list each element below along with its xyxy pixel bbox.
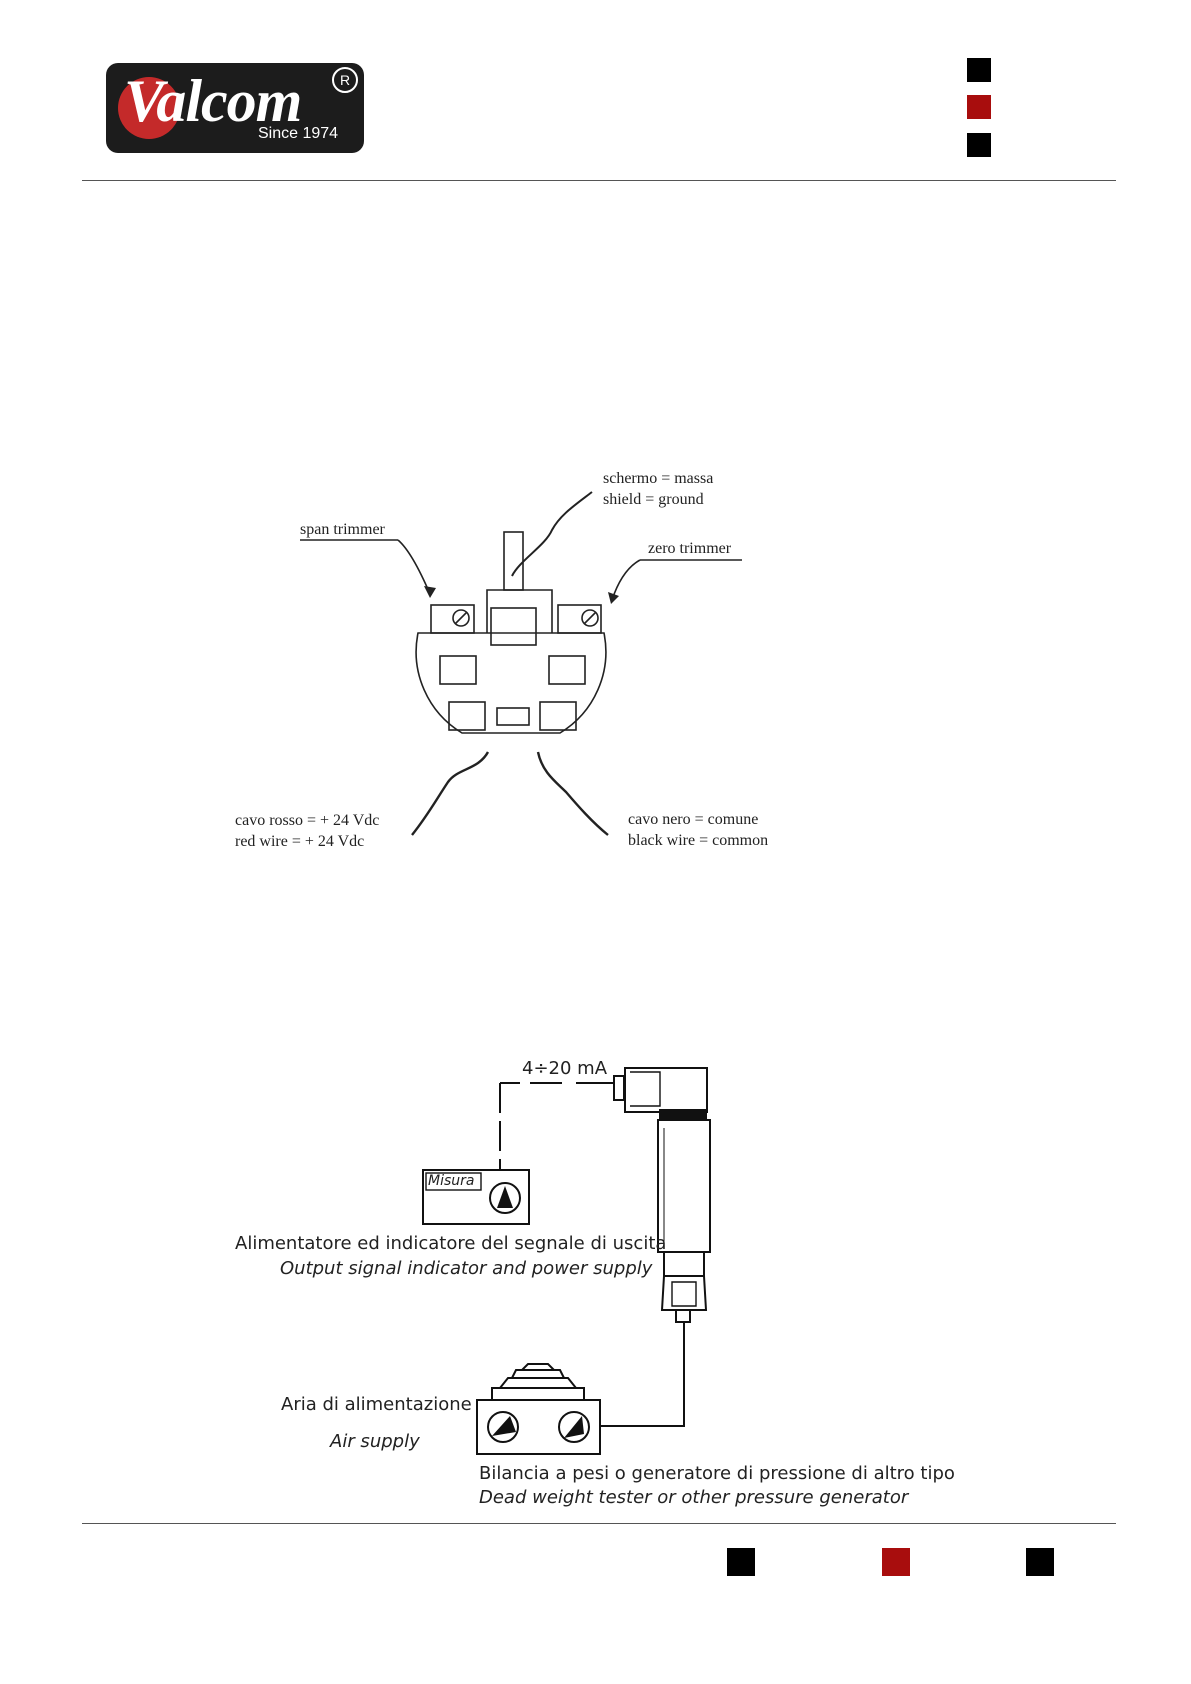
- zero-trimmer-screw-icon: [581, 609, 599, 627]
- registered-mark-icon: R: [332, 67, 358, 93]
- indicator-caption-it: Alimentatore ed indicatore del segnale d…: [235, 1233, 667, 1254]
- terminal-left: [439, 655, 477, 685]
- span-arrow-head-icon: [424, 586, 436, 598]
- generator-valve-right-icon: [558, 1411, 590, 1443]
- current-range-label: 4÷20 mA: [522, 1058, 608, 1079]
- shield-wire: [511, 491, 593, 577]
- footer-square-red: [882, 1548, 910, 1576]
- header-rule: [82, 180, 1116, 181]
- logo-red-disc: [118, 77, 180, 139]
- indicator-knob-icon: [489, 1182, 521, 1214]
- red-wire-label-en: red wire = + 24 Vdc: [235, 833, 365, 850]
- generator-caption-en: Dead weight tester or other pressure gen…: [479, 1487, 909, 1508]
- valcom-logo: Valcom Since 1974 R: [106, 63, 364, 153]
- logo-tagline: Since 1974: [258, 125, 339, 142]
- transmitter-body: [657, 1119, 711, 1253]
- span-trimmer-body: [430, 604, 475, 634]
- header-square-black-bottom: [967, 133, 991, 157]
- footer-rule: [82, 1523, 1116, 1524]
- connector-housing: [415, 632, 607, 734]
- indicator-label-frame: [425, 1172, 482, 1191]
- red-wire: [411, 751, 490, 836]
- span-trimmer-screw-icon: [452, 609, 470, 627]
- zero-trimmer-label: zero trimmer: [648, 540, 732, 557]
- air-supply-label-en: Air supply: [330, 1431, 420, 1452]
- transmitter-neck: [663, 1251, 705, 1277]
- zero-trimmer-body: [557, 604, 602, 634]
- terminal-right: [548, 655, 586, 685]
- connector-collar: [659, 1109, 707, 1119]
- weight-base: [491, 1387, 585, 1400]
- footer-square-black-left: [727, 1548, 755, 1576]
- red-wire-label-it: cavo rosso = + 24 Vdc: [235, 812, 380, 829]
- span-trimmer-label: span trimmer: [300, 521, 385, 538]
- zero-arrow-head-icon: [608, 592, 619, 604]
- process-fitting: [660, 1275, 708, 1311]
- terminal-center-top: [490, 607, 537, 646]
- indicator-caption-en: Output signal indicator and power supply: [280, 1258, 653, 1279]
- footer-square-black-right: [1026, 1548, 1054, 1576]
- connector-plug: [613, 1075, 625, 1101]
- pressure-line: [599, 1322, 685, 1427]
- black-wire-label-en: black wire = common: [628, 832, 769, 849]
- generator-caption-it: Bilancia a pesi o generatore di pression…: [479, 1463, 955, 1484]
- header-square-red: [967, 95, 991, 119]
- terminal-bottom-left: [448, 701, 486, 731]
- black-wire: [536, 751, 609, 836]
- logo-wordmark: Valcom: [124, 68, 302, 134]
- terminal-bottom-right: [539, 701, 577, 731]
- shield-label-en: shield = ground: [603, 491, 704, 508]
- fitting-tip: [675, 1309, 691, 1323]
- header-square-black-top: [967, 58, 991, 82]
- indicator-misura-label: Misura: [428, 1173, 475, 1189]
- black-wire-label-it: cavo nero = comune: [628, 811, 759, 828]
- air-supply-label-it: Aria di alimentazione: [281, 1394, 472, 1415]
- indicator-box: [422, 1169, 530, 1225]
- shield-label-it: schermo = massa: [603, 470, 714, 487]
- generator-valve-left-icon: [487, 1411, 519, 1443]
- terminal-bottom-center: [496, 707, 530, 726]
